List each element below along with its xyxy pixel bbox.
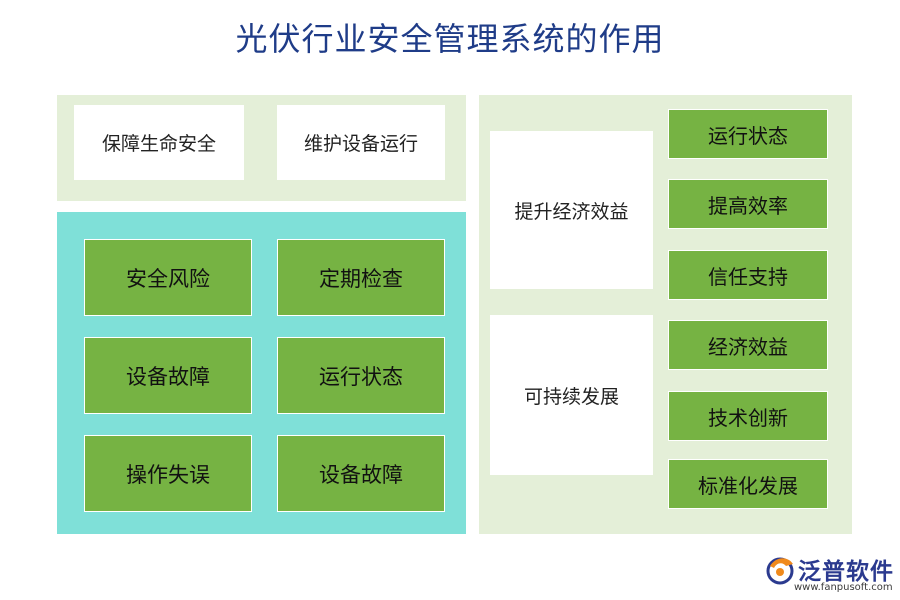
box-sustainable-development: 可持续发展 bbox=[490, 315, 653, 475]
box-item-4: 经济效益 bbox=[668, 320, 828, 370]
box-item-6: 标准化发展 bbox=[668, 459, 828, 509]
top-left-panel: 保障生命安全 维护设备运行 bbox=[57, 95, 466, 201]
box-life-safety: 保障生命安全 bbox=[74, 105, 244, 180]
box-item-1: 运行状态 bbox=[668, 109, 828, 159]
risk-panel: 安全风险 定期检查 设备故障 运行状态 操作失误 设备故障 bbox=[57, 212, 466, 534]
fanpu-logo: 泛普软件 www.fanpusoft.com bbox=[764, 550, 896, 596]
fanpu-logo-icon bbox=[766, 557, 794, 585]
page-title: 光伏行业安全管理系统的作用 bbox=[235, 20, 665, 58]
box-equipment-operation: 维护设备运行 bbox=[277, 105, 445, 180]
logo-url: www.fanpusoft.com bbox=[794, 582, 893, 593]
box-risk-6: 设备故障 bbox=[277, 435, 445, 512]
right-panel: 提升经济效益 可持续发展 运行状态 提高效率 信任支持 经济效益 技术创新 标准… bbox=[479, 95, 852, 534]
box-risk-1: 安全风险 bbox=[84, 239, 252, 316]
box-item-3: 信任支持 bbox=[668, 250, 828, 300]
box-risk-3: 设备故障 bbox=[84, 337, 252, 414]
box-item-2: 提高效率 bbox=[668, 179, 828, 229]
logo-name: 泛普软件 bbox=[798, 559, 894, 585]
box-risk-2: 定期检查 bbox=[277, 239, 445, 316]
box-economic-benefit: 提升经济效益 bbox=[490, 131, 653, 289]
box-item-5: 技术创新 bbox=[668, 391, 828, 441]
box-risk-4: 运行状态 bbox=[277, 337, 445, 414]
box-risk-5: 操作失误 bbox=[84, 435, 252, 512]
